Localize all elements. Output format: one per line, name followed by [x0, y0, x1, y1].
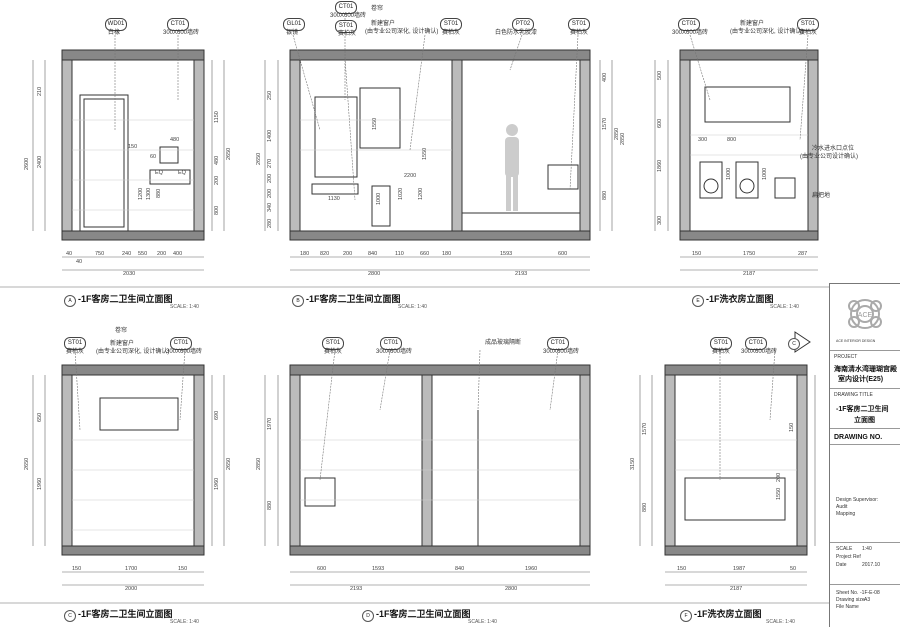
tag-ct01: CT01: [167, 18, 189, 31]
project-name: 海南清水湾珊瑚宫殿: [834, 366, 897, 373]
elevation-b-mirror: [314, 96, 358, 178]
tag-label: 白橡: [108, 30, 121, 36]
elevation-marker-e: E: [692, 295, 704, 307]
elevation-e-washer-1: [699, 161, 723, 199]
elevation-title-c: -1F客房二卫生间立面图: [78, 609, 173, 619]
elevation-f-counter: [684, 477, 786, 521]
elevation-title-f: -1F洗衣房立面图: [694, 609, 762, 619]
elevation-marker-b: B: [292, 295, 304, 307]
elevation-title-a: -1F客房二卫生间立面图: [78, 294, 173, 304]
drawing-title: -1F客房二卫生间: [836, 406, 889, 413]
elevation-a-mirror: [159, 146, 179, 164]
elevation-a-wall-right: [193, 59, 205, 232]
title-block: ACE ACE INTERIOR DESIGN PROJECT 海南清水湾珊瑚宫…: [829, 283, 900, 627]
tag-wd01: WD01: [105, 18, 127, 31]
company-logo: ACE: [848, 299, 882, 329]
marker-c: C: [788, 338, 800, 350]
elevation-b-window: [359, 87, 401, 149]
elevation-title-d: -1F客房二卫生间立面图: [376, 609, 471, 619]
elevation-e-floor-drain: [774, 177, 796, 199]
elevation-b-frame: [289, 49, 591, 241]
elevation-b-sink: [547, 164, 579, 190]
logo-text: ACE: [858, 312, 873, 319]
elevation-a-door-inner: [83, 98, 125, 228]
elevation-d-vanity: [304, 477, 336, 507]
elevation-title-e: -1F洗衣房立面图: [706, 294, 774, 304]
elevation-c-frame: [61, 364, 205, 556]
sheet-number: -1F-E-08: [860, 590, 880, 596]
elevation-b-vanity: [311, 183, 359, 195]
elevation-b-cabinet: [371, 185, 391, 227]
elevation-marker-a: A: [64, 295, 76, 307]
elevation-a-door: [79, 94, 129, 232]
elevation-marker-f: F: [680, 610, 692, 622]
elevation-e-window: [704, 86, 791, 123]
elevation-f-frame: [664, 364, 808, 556]
elevation-e-frame: [679, 49, 819, 241]
elevation-a-wall-left: [61, 59, 73, 232]
elevation-a-floor: [61, 230, 205, 241]
elevation-c-window: [99, 397, 179, 431]
elevation-marker-d: D: [362, 610, 374, 622]
tag-label: 300X600墙砖: [163, 30, 200, 36]
elevation-a-ceiling: [61, 49, 205, 61]
elevation-d-frame: [289, 364, 591, 556]
human-figure: [505, 124, 519, 211]
elevation-title-b: -1F客房二卫生间立面图: [306, 294, 401, 304]
elevation-a-vanity: [149, 169, 191, 185]
elevation-e-washer-2: [735, 161, 759, 199]
elevation-marker-c: C: [64, 610, 76, 622]
